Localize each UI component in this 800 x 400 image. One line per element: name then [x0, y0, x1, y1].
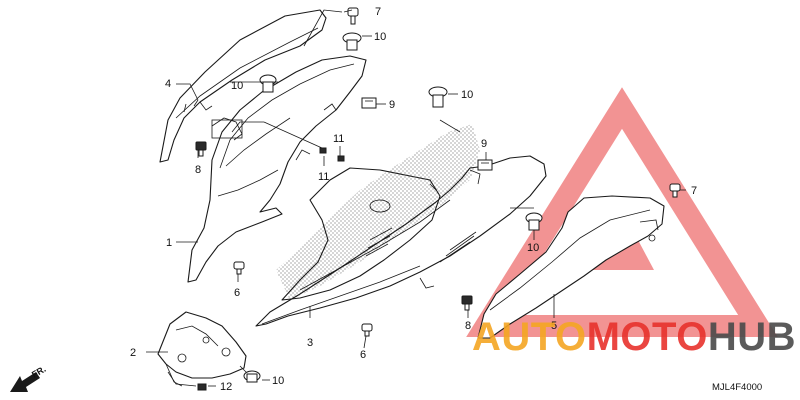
callout-3: 3 — [307, 337, 313, 349]
screw-7-right — [669, 183, 681, 198]
callout-10-left: 10 — [231, 80, 243, 92]
callout-4: 4 — [165, 78, 171, 90]
bolt-8-left — [195, 141, 207, 157]
screw-11-a — [319, 147, 327, 154]
diagram-code: MJL4F4000 — [712, 382, 762, 393]
screw-6-left — [233, 261, 245, 275]
screw-12 — [197, 383, 207, 391]
part-5-right-rear-panel — [477, 195, 665, 339]
callout-2: 2 — [130, 347, 136, 359]
screw-6-bottom — [361, 323, 373, 337]
leader-lines — [146, 9, 686, 387]
direction-label: FR. — [30, 364, 48, 380]
bolt-8-bottom — [461, 295, 473, 311]
part-2-lower-bracket — [157, 311, 249, 387]
callout-labels: 7 10 4 10 9 10 11 9 8 11 7 1 10 6 8 5 3 … — [130, 6, 697, 393]
clip-10-bottom — [243, 370, 261, 383]
part-1-front-inner-panel — [187, 55, 367, 283]
watermark-hub: HUB — [708, 315, 796, 359]
callout-8-bottom: 8 — [465, 320, 471, 332]
screw-11-b — [337, 155, 345, 162]
front-direction-arrow: FR. — [10, 364, 48, 392]
callout-9-top: 9 — [389, 99, 395, 111]
callout-10-top: 10 — [374, 31, 386, 43]
watermark-auto: AUTO — [472, 315, 587, 359]
callout-7-right: 7 — [691, 185, 697, 197]
callout-7-top: 7 — [375, 6, 381, 18]
svg-text:AUTOMOTOHUB: AUTOMOTOHUB — [472, 315, 796, 359]
part-4-upper-cover — [159, 9, 327, 163]
callout-12: 12 — [220, 381, 232, 393]
callout-6-left: 6 — [234, 287, 240, 299]
callout-8-left: 8 — [195, 164, 201, 176]
hardware — [195, 7, 681, 391]
nut-9-top — [361, 97, 377, 109]
callout-1: 1 — [166, 237, 172, 249]
callout-10-right: 10 — [527, 242, 539, 254]
callout-6-bottom: 6 — [360, 349, 366, 361]
callout-11-b: 11 — [318, 171, 329, 183]
nut-9-center — [477, 159, 493, 171]
watermark-moto: MOTO — [587, 315, 708, 359]
clip-10-top — [342, 32, 362, 51]
part-3-center-side-cover — [255, 124, 547, 327]
callout-11-a: 11 — [333, 133, 344, 145]
callout-5: 5 — [551, 320, 557, 332]
callout-9-center: 9 — [481, 138, 487, 150]
callout-10-center: 10 — [461, 89, 473, 101]
clip-10-center — [428, 86, 448, 108]
watermark-text: AUTOMOTOHUB — [472, 315, 796, 359]
clip-10-left — [259, 74, 277, 93]
callout-10-bottom: 10 — [272, 375, 284, 387]
